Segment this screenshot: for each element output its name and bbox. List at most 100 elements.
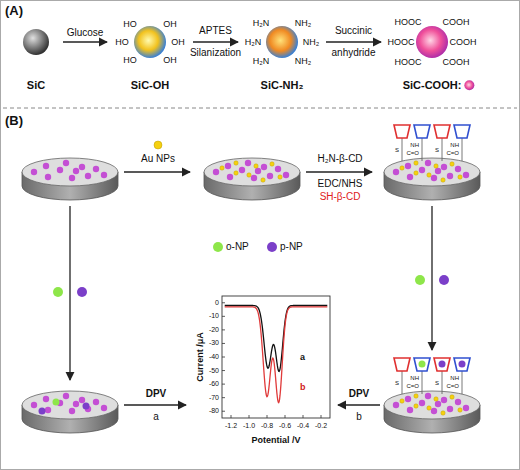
functional-group: H₂N	[253, 56, 270, 66]
tick-label: -1.2	[225, 422, 237, 430]
tick	[222, 411, 225, 412]
electrode	[22, 158, 118, 200]
electrode	[384, 158, 480, 200]
panel-label: (B)	[5, 114, 23, 129]
curve-label: b	[300, 382, 306, 392]
drawing-part	[154, 141, 162, 149]
tick	[222, 343, 225, 344]
cyclodextrin-layer	[394, 358, 470, 394]
linker-atom: NH	[410, 375, 419, 382]
legend-swatch	[267, 242, 277, 252]
drawing-part	[338, 404, 380, 405]
tick-label: 0	[215, 299, 219, 307]
nanoparticle-dots	[53, 141, 449, 297]
tick	[222, 329, 225, 330]
tick-label: -20	[209, 326, 219, 334]
particle-name: SiC-COOH:	[403, 79, 462, 92]
functional-group: COOH	[443, 57, 470, 67]
drawing-part	[83, 403, 90, 410]
drawing-part	[77, 287, 87, 297]
reagent-label: Au NPs	[141, 153, 175, 165]
drawing-part	[306, 171, 372, 172]
axis-title: Potential /V	[251, 435, 300, 445]
host-guest-nitrophenols	[419, 361, 466, 368]
adsorbed-nitrophenols	[39, 399, 90, 415]
drawing-part	[431, 206, 432, 350]
drawing-part	[459, 361, 466, 368]
particle-node: SiC	[12, 14, 60, 96]
tick-label: -30	[209, 339, 219, 347]
tick	[249, 415, 250, 418]
tick-label: -50	[209, 367, 219, 375]
reaction-arrow	[63, 41, 107, 42]
tick	[285, 415, 286, 418]
axis-title: Current /μA	[195, 332, 205, 382]
tick	[231, 415, 232, 418]
tick-label: -70	[209, 394, 219, 402]
panel-divider	[3, 108, 517, 109]
drawing-part	[439, 275, 449, 285]
functional-group: NH₂	[303, 37, 320, 47]
tick	[222, 384, 225, 385]
linker-atom: NH	[450, 375, 459, 382]
particle-name: SiC-NH₂	[261, 79, 304, 92]
functional-group: COOH	[443, 17, 470, 27]
gold-nanoparticles	[220, 161, 282, 182]
linker-atom: C=O	[406, 150, 419, 157]
reaction-arrow	[326, 41, 381, 42]
linker-atom: S	[435, 147, 439, 154]
functional-group: HOOC	[395, 17, 422, 27]
method-label: DPV	[146, 388, 167, 400]
tick	[222, 316, 225, 317]
functional-group: NH₂	[295, 18, 312, 28]
tick-label: -60	[209, 380, 219, 388]
gold-nanoparticles	[400, 394, 462, 415]
functional-group: OH	[171, 37, 185, 47]
tick-label: -10	[209, 312, 219, 320]
legend-text: p-NP	[280, 241, 303, 252]
drawing-part	[124, 171, 190, 172]
tick-label: -0.8	[261, 422, 273, 430]
electrode	[204, 158, 300, 200]
functional-group: COOH	[450, 37, 477, 47]
tick-label: -40	[209, 353, 219, 361]
functional-group: HO	[123, 55, 137, 65]
linker-atom: S	[395, 380, 399, 387]
tick	[321, 415, 322, 418]
dpv-curve	[225, 305, 328, 371]
sphere	[23, 29, 49, 55]
reaction-arrow	[193, 41, 238, 42]
dpv-chart	[222, 296, 330, 418]
legend-entry: o-NP	[213, 241, 249, 252]
electrode	[22, 391, 118, 433]
cyclodextrin-layer	[394, 125, 470, 161]
plot-frame	[222, 296, 330, 418]
reagent-label: EDC/NHS	[317, 178, 362, 190]
linker-atom: C=O	[406, 383, 419, 390]
curve-label: a	[300, 352, 305, 362]
panel-label: (A)	[5, 4, 23, 19]
drawing-part	[415, 275, 425, 285]
particle-name: SiC-OH	[131, 79, 170, 92]
drawing-part	[53, 287, 63, 297]
functional-group: H₂N	[245, 37, 262, 47]
tick-label: -0.4	[297, 422, 309, 430]
sphere	[134, 26, 166, 58]
particle-key-dot	[464, 80, 474, 90]
tick	[222, 357, 225, 358]
tick	[222, 302, 225, 303]
linker-atom: C=O	[446, 383, 459, 390]
legend-entry: p-NP	[267, 241, 303, 252]
drawing-part	[53, 399, 60, 406]
functional-group: H₂N	[253, 18, 270, 28]
legend-swatch	[213, 242, 223, 252]
linker-atom: S	[435, 380, 439, 387]
drawing-part	[124, 404, 186, 405]
tick-label: -80	[209, 407, 219, 415]
reagent-label: Glucose	[53, 22, 117, 44]
tick	[222, 370, 225, 371]
particle-node: SiC-OH	[110, 14, 190, 96]
sphere	[416, 26, 448, 58]
